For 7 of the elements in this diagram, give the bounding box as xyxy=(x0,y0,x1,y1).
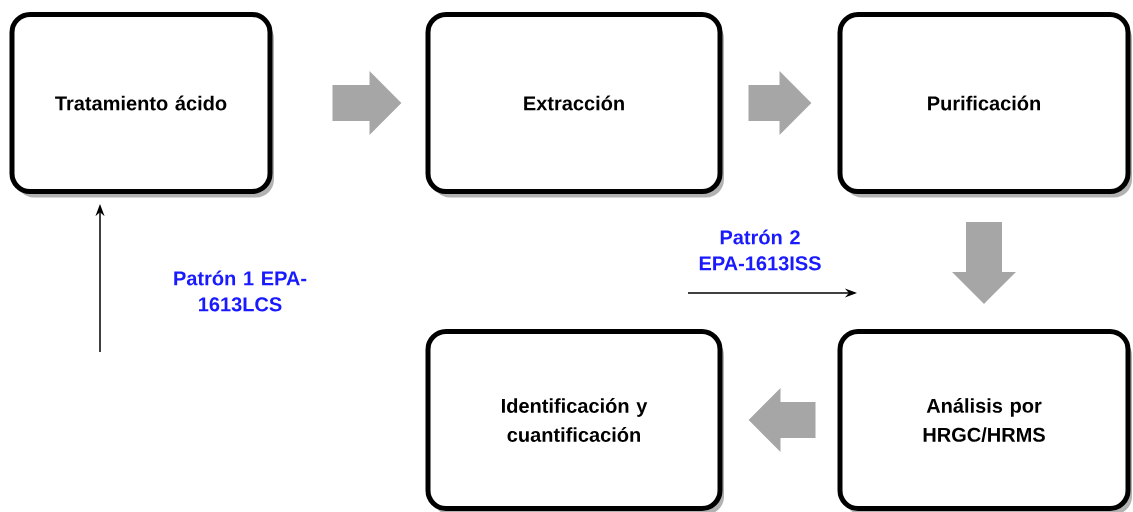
process-box: Extracción xyxy=(425,12,724,198)
process-box: Análisis por HRGC/HRMS xyxy=(837,329,1132,512)
annotation-text: Patrón 1 EPA-1613LCS xyxy=(174,270,307,312)
annotation-text: Patrón 2 EPA-1613ISS xyxy=(699,229,821,271)
process-box: Tratamiento ácido xyxy=(9,12,274,198)
process-box: Purificación xyxy=(837,12,1132,198)
process-box: Identificación y cuantificación xyxy=(425,329,724,512)
